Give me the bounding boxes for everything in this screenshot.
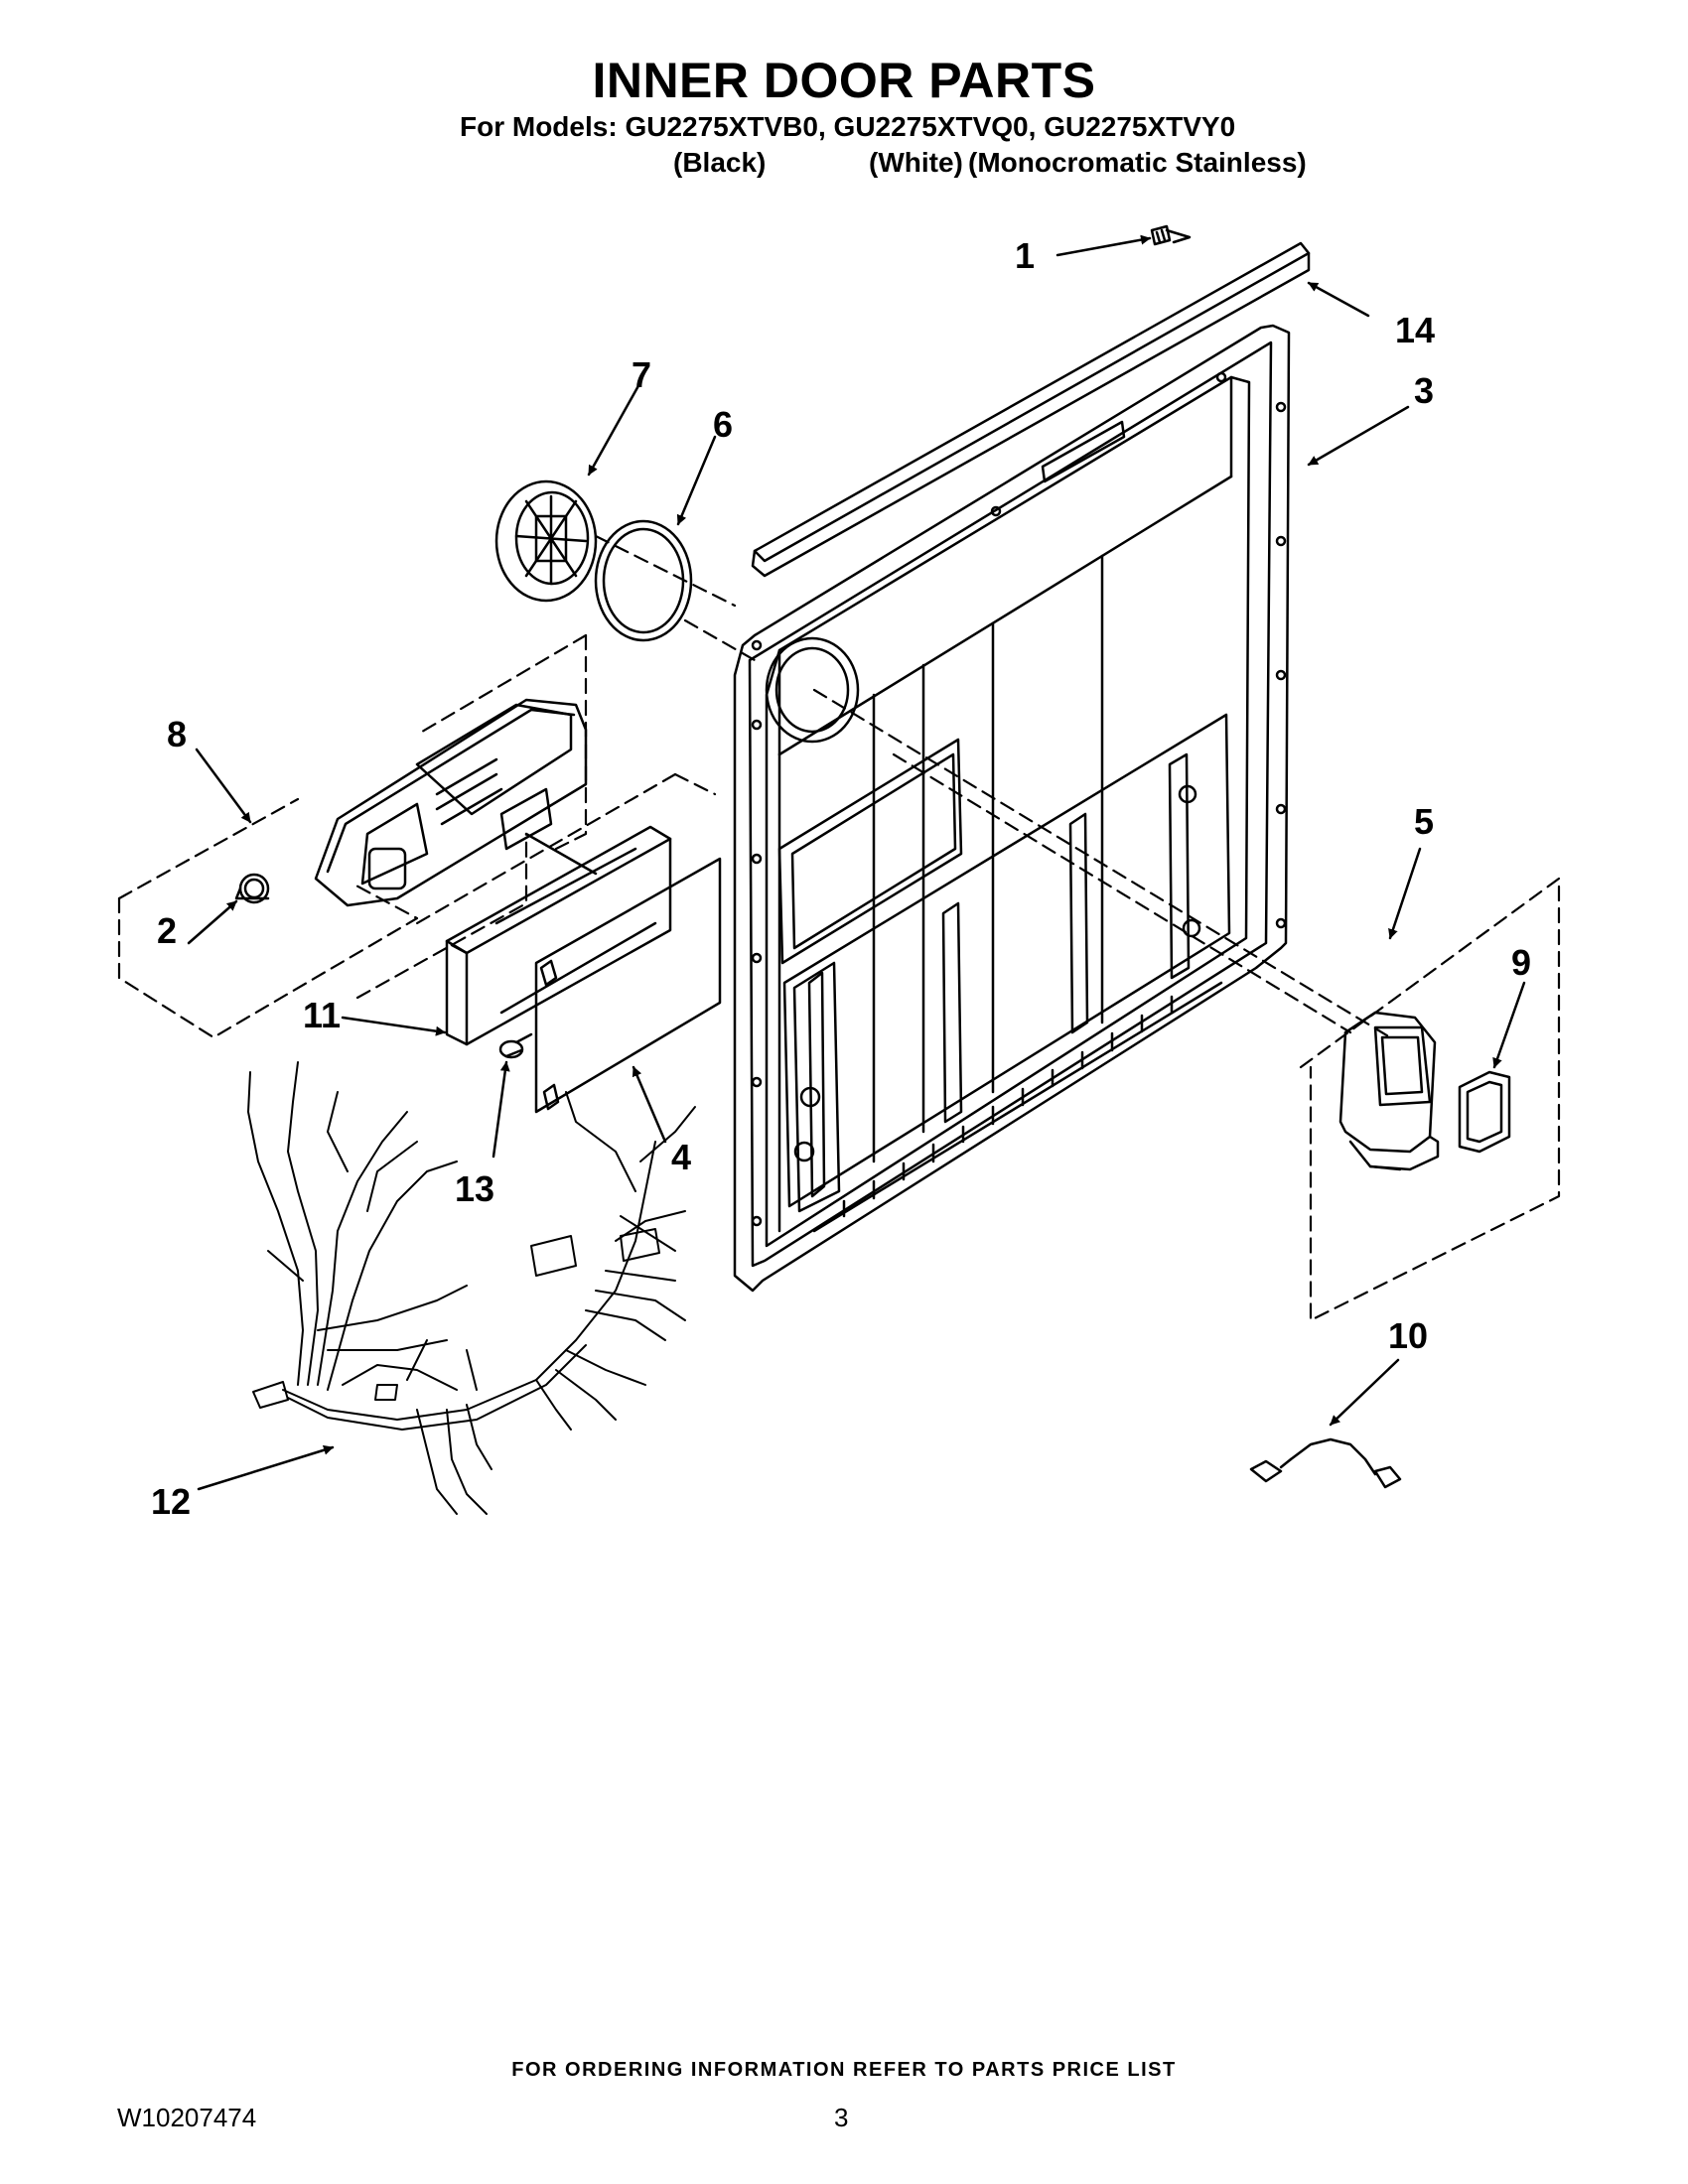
vent-grille: [494, 479, 598, 603]
callout-5: 5: [1414, 801, 1434, 842]
board-screw: [498, 1032, 533, 1059]
color-label-white: (White): [869, 147, 963, 178]
callout-9: 9: [1511, 942, 1531, 983]
vent-seal: [1458, 1070, 1511, 1154]
jumper-cable: [1249, 1437, 1402, 1489]
callout-14: 14: [1395, 310, 1435, 350]
ordering-note: FOR ORDERING INFORMATION REFER TO PARTS …: [511, 2059, 1177, 2081]
vent-gasket-ring: [594, 519, 693, 642]
detergent-dispenser: [314, 698, 598, 907]
callout-1: 1: [1015, 235, 1035, 276]
model-list: For Models: GU2275XTVB0, GU2275XTVQ0, GU…: [460, 111, 1236, 142]
callout-3: 3: [1414, 370, 1434, 411]
callout-labels: 1 2 3 4 5 6 7 8 9 10 11 12 13 14: [151, 235, 1531, 1522]
callout-10: 10: [1388, 1315, 1428, 1356]
callout-4: 4: [671, 1137, 691, 1177]
callout-8: 8: [167, 714, 187, 754]
wire-harness: [247, 1061, 696, 1515]
vent-housing: [1338, 1011, 1440, 1171]
page-number: 3: [834, 2103, 849, 2132]
page-title: INNER DOOR PARTS: [592, 53, 1096, 108]
assembly-outlines: [117, 534, 1561, 1322]
electronic-control-board: [534, 857, 722, 1114]
callout-12: 12: [151, 1481, 191, 1522]
color-label-mono: (Monocromatic Stainless): [968, 147, 1307, 178]
callout-arrows: [187, 234, 1526, 1491]
callout-13: 13: [455, 1168, 494, 1209]
color-label-black: (Black): [673, 147, 767, 178]
callout-6: 6: [713, 404, 733, 445]
dispenser-knob: [234, 873, 270, 904]
door-top-trim: [751, 241, 1311, 578]
screw: [1150, 224, 1192, 246]
inner-door-panel: [733, 324, 1291, 1293]
callout-2: 2: [157, 910, 177, 951]
callout-7: 7: [632, 354, 651, 395]
document-number: W10207474: [117, 2103, 257, 2132]
callout-11: 11: [303, 995, 341, 1035]
control-board-bracket: [445, 825, 672, 1046]
